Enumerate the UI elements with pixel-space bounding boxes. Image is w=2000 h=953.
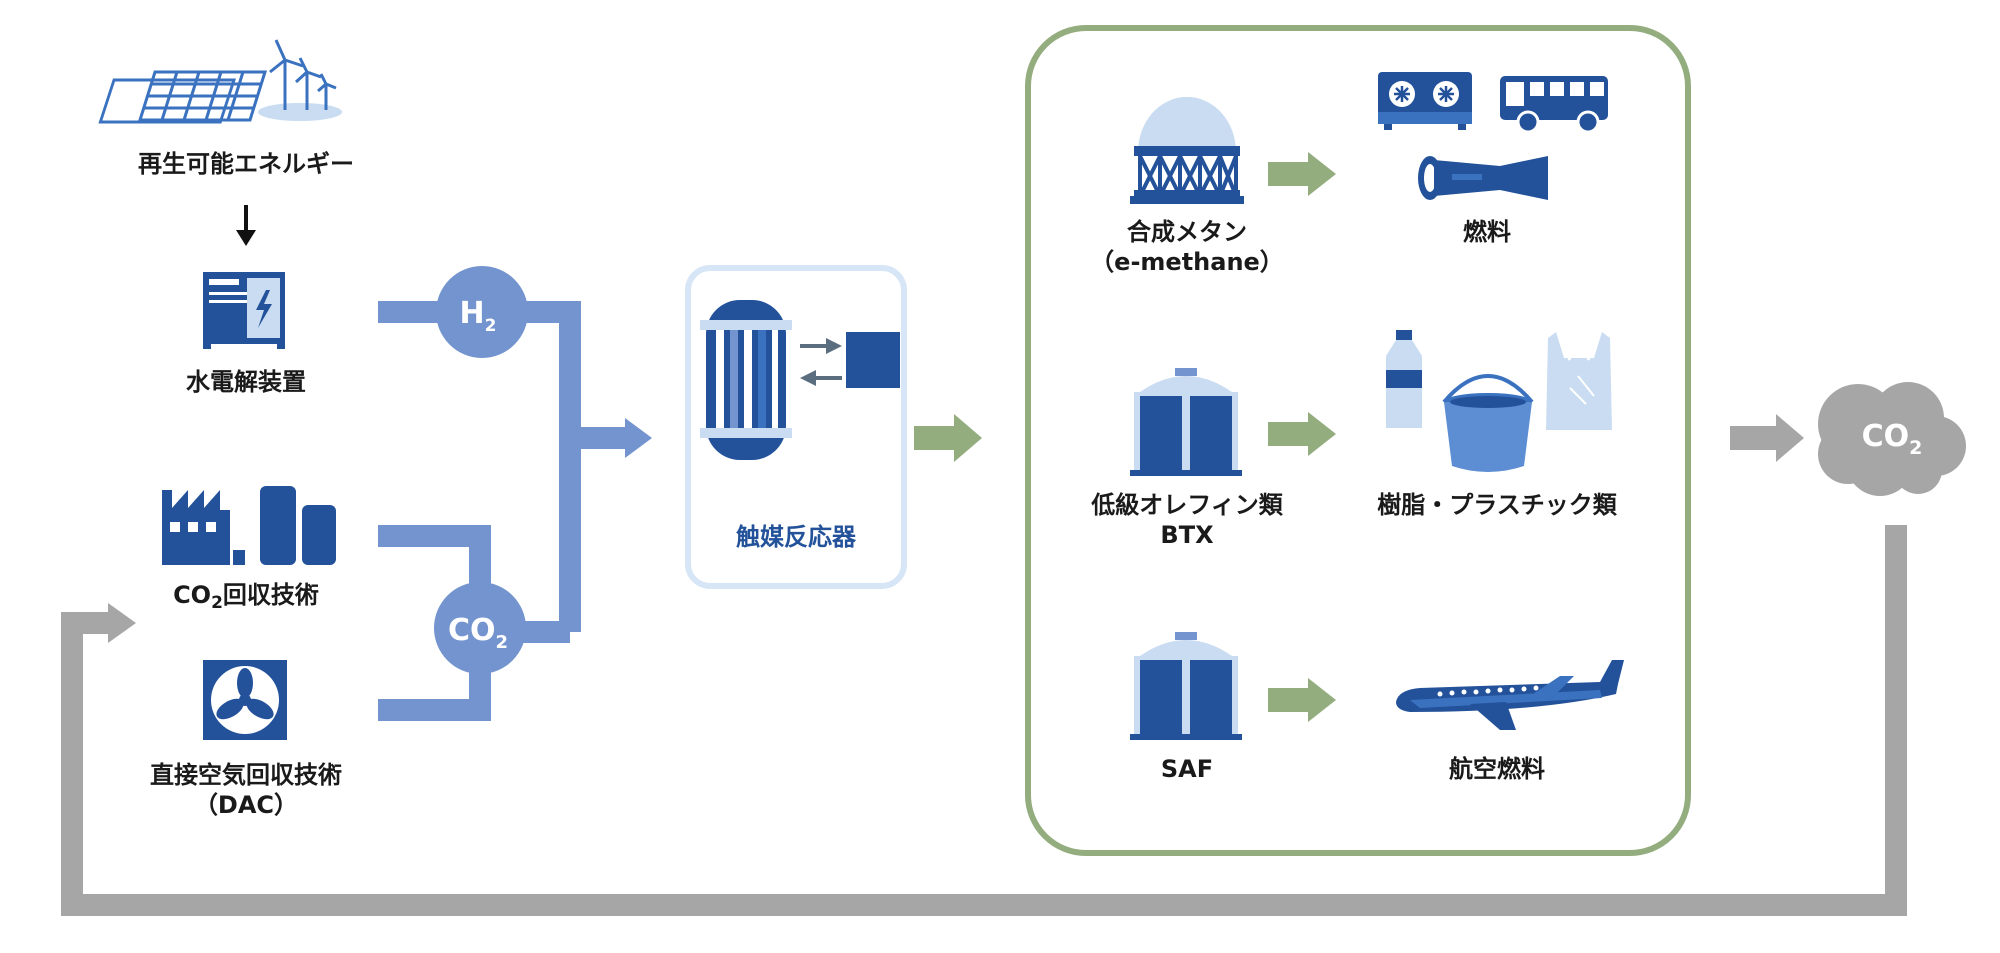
svg-text:CO2: CO2	[448, 613, 508, 653]
h2-bubble: H2	[436, 266, 528, 358]
spherical-tank-icon	[1130, 96, 1244, 204]
down-arrow-icon	[236, 205, 256, 246]
bucket-icon	[1442, 374, 1534, 472]
svg-text:H2: H2	[460, 296, 497, 336]
green-arrow-icon	[1268, 152, 1336, 196]
storage-tank-icon	[1130, 368, 1242, 476]
green-arrow-icon	[914, 414, 982, 462]
storage-tank-icon	[1130, 632, 1242, 740]
recycle-loop	[61, 525, 1907, 916]
electrolyzer-icon	[203, 272, 285, 349]
green-arrow-icon	[1268, 412, 1336, 456]
gray-arrow-icon	[1730, 414, 1804, 462]
factory-icon	[162, 486, 336, 565]
methane-label-line1: 合成メタン	[1127, 218, 1247, 246]
green-arrow-icon	[1268, 678, 1336, 722]
solar-wind-icon	[98, 39, 342, 124]
plastic-bag-icon	[1546, 332, 1612, 430]
olefin-label-line1: 低級オレフィン類	[1090, 491, 1284, 519]
dac-label-line2: （DAC）	[194, 791, 298, 819]
reactor-icon	[700, 300, 900, 460]
plastics-label: 樹脂・プラスチック類	[1377, 491, 1618, 519]
cloud-icon: CO2	[1818, 382, 1966, 496]
airplane-icon	[1396, 660, 1624, 730]
truck-icon	[1500, 76, 1608, 134]
co2-bubble: CO2	[434, 582, 526, 674]
pipe-arrow-icon	[625, 418, 652, 458]
fuel-label: 燃料	[1463, 218, 1511, 246]
reactor-label: 触媒反応器	[736, 523, 857, 551]
saf-label: SAF	[1161, 755, 1213, 783]
aviation-fuel-label: 航空燃料	[1449, 755, 1545, 783]
co2-capture-label: CO2回収技術	[173, 581, 319, 613]
electrolyzer-label: 水電解装置	[186, 368, 306, 396]
gas-stove-icon	[1378, 72, 1472, 130]
renewable-label: 再生可能エネルギー	[138, 150, 354, 178]
svg-text:CO2: CO2	[1862, 419, 1923, 459]
fan-icon	[203, 660, 287, 740]
burner-icon	[1418, 156, 1548, 200]
methane-label-line2: （e-methane）	[1090, 248, 1284, 276]
olefin-label-line2: BTX	[1160, 521, 1214, 549]
dac-label-line1: 直接空気回収技術	[150, 761, 342, 789]
products-frame	[1025, 25, 1691, 856]
bottle-icon	[1386, 330, 1422, 428]
